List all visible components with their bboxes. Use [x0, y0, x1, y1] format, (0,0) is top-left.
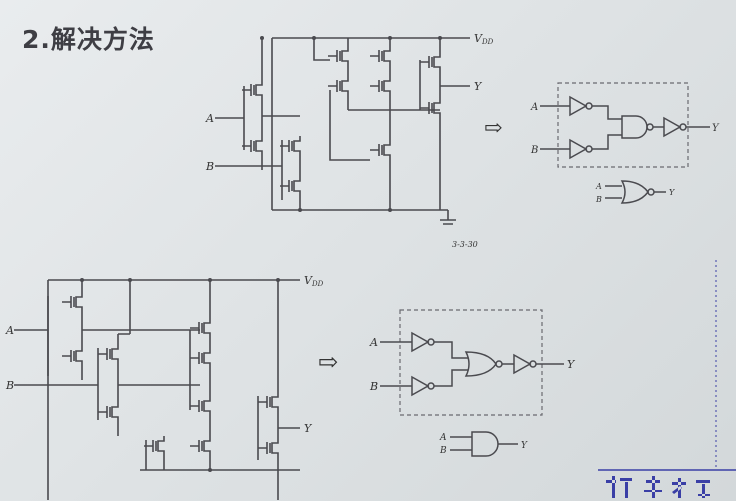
bottom-nor-gate: [464, 351, 497, 377]
top-input-b-label: B: [205, 160, 214, 173]
top-inverter-b: [565, 139, 593, 159]
top-equiv-a-label: A: [595, 182, 602, 191]
bottom-logic-y-label: Y: [567, 358, 576, 371]
bottom-equiv-gate: [450, 431, 499, 457]
top-logic-frame: [557, 82, 689, 168]
top-input-a-label: A: [205, 112, 214, 125]
bottom-output-label: Y: [304, 422, 313, 435]
bottom-vdd-label: VDD: [304, 274, 324, 288]
bottom-logic-a-label: A: [369, 336, 378, 349]
bottom-inverter-b: [407, 376, 435, 396]
figure-caption: 3-3-30: [452, 240, 478, 249]
top-nand-gate: [621, 115, 648, 139]
bottom-equiv-y-label: Y: [521, 441, 528, 451]
top-inverter-a: [565, 96, 593, 116]
top-logic-diagram: [540, 82, 710, 204]
top-logic-b-label: B: [530, 145, 538, 156]
bottom-logic-b-label: B: [369, 380, 378, 393]
bottom-cmos-circuit: [14, 278, 300, 500]
bottom-equiv-b-label: B: [439, 446, 447, 456]
bottom-input-b-label: B: [5, 379, 14, 392]
top-logic-y-label: Y: [712, 123, 720, 134]
bottom-input-a-label: A: [5, 324, 14, 337]
top-equiv-y-label: Y: [669, 188, 675, 197]
top-vdd-label: VDD: [474, 32, 494, 46]
bottom-inverter-a: [407, 332, 435, 352]
top-cmos-circuit: [215, 36, 470, 225]
bottom-logic-frame: [399, 309, 543, 416]
bottom-logic-diagram: [380, 309, 564, 457]
top-inverter-out: [659, 117, 687, 137]
top-equiv-b-label: B: [595, 195, 602, 204]
bottom-inverter-out: [509, 354, 537, 374]
bottom-equiv-a-label: A: [439, 433, 447, 443]
top-equivalence-arrow: ⇨: [484, 116, 502, 141]
university-watermark: [598, 260, 736, 498]
top-output-label: Y: [474, 80, 483, 93]
bottom-equivalence-arrow: ⇨: [318, 348, 338, 376]
top-logic-a-label: A: [530, 102, 538, 113]
top-equiv-gate: [605, 180, 649, 204]
slide-title: 2.解决方法: [22, 25, 155, 54]
